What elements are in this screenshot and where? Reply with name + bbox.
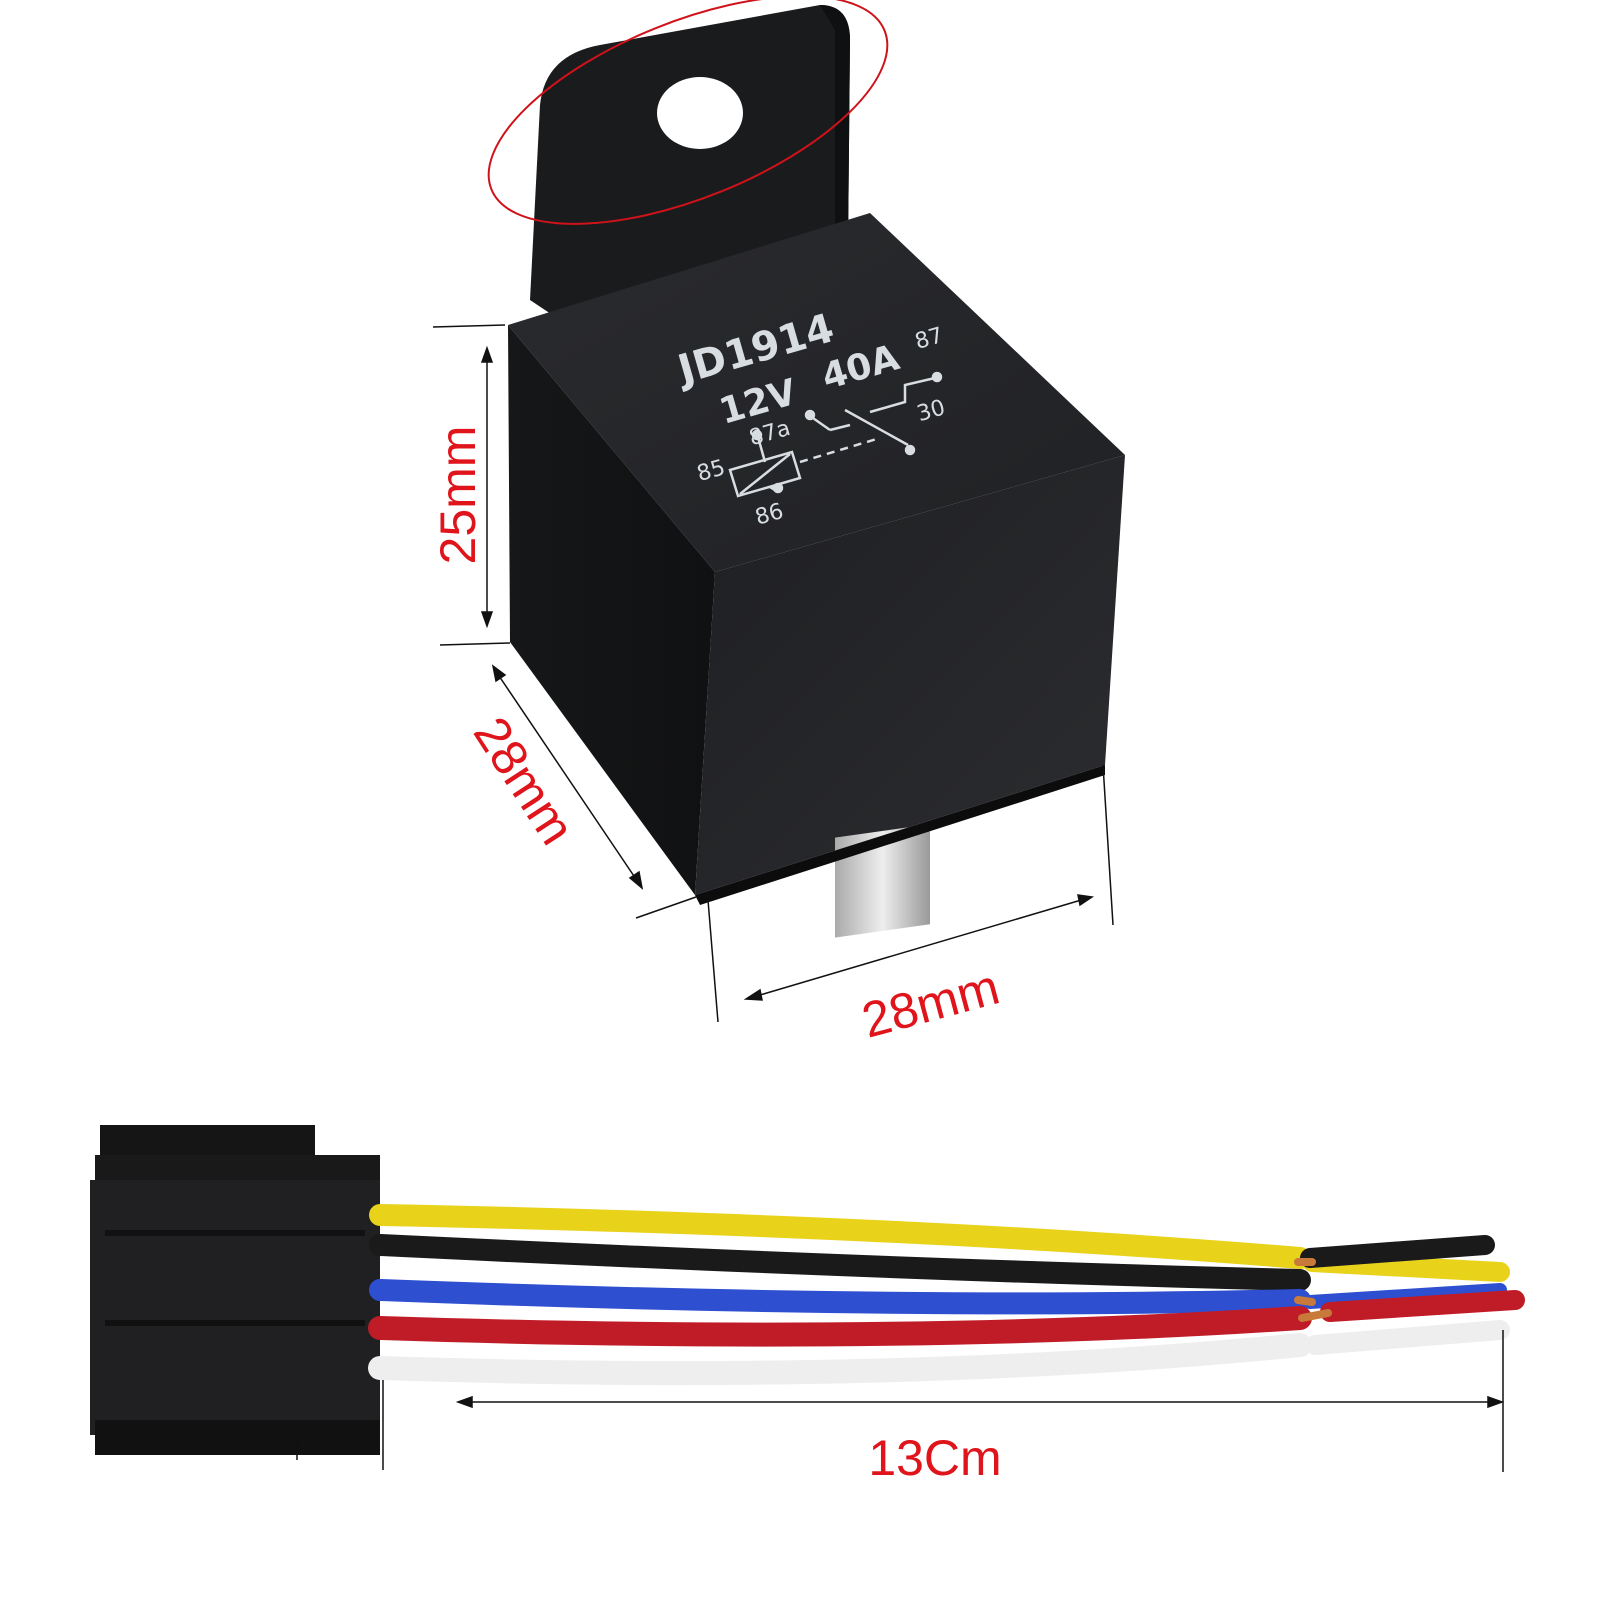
yellow-wire: [369, 1204, 1311, 1269]
depth-dimension-label: 28mm: [463, 707, 586, 854]
blue-wire: [369, 1279, 1311, 1315]
black-wire: [369, 1234, 1311, 1291]
height-dimension-label: 25mm: [430, 426, 486, 565]
dimension-lines: [432, 324, 1114, 1023]
cable-dimension-line: [296, 1330, 1505, 1472]
wire-harness: [368, 1204, 1525, 1386]
relay-body: [508, 213, 1125, 938]
highlight-ellipse: [487, 0, 889, 225]
red-wire: [368, 1306, 1312, 1347]
white-wire: [368, 1333, 1312, 1386]
width-dimension-label: 28mm: [856, 959, 1005, 1049]
relay-schematic: [728, 371, 943, 498]
cable-length-label: 13Cm: [868, 1430, 1001, 1486]
mounting-hole: [657, 77, 743, 149]
mounting-bracket: [530, 5, 850, 320]
relay-socket: [90, 1125, 380, 1455]
